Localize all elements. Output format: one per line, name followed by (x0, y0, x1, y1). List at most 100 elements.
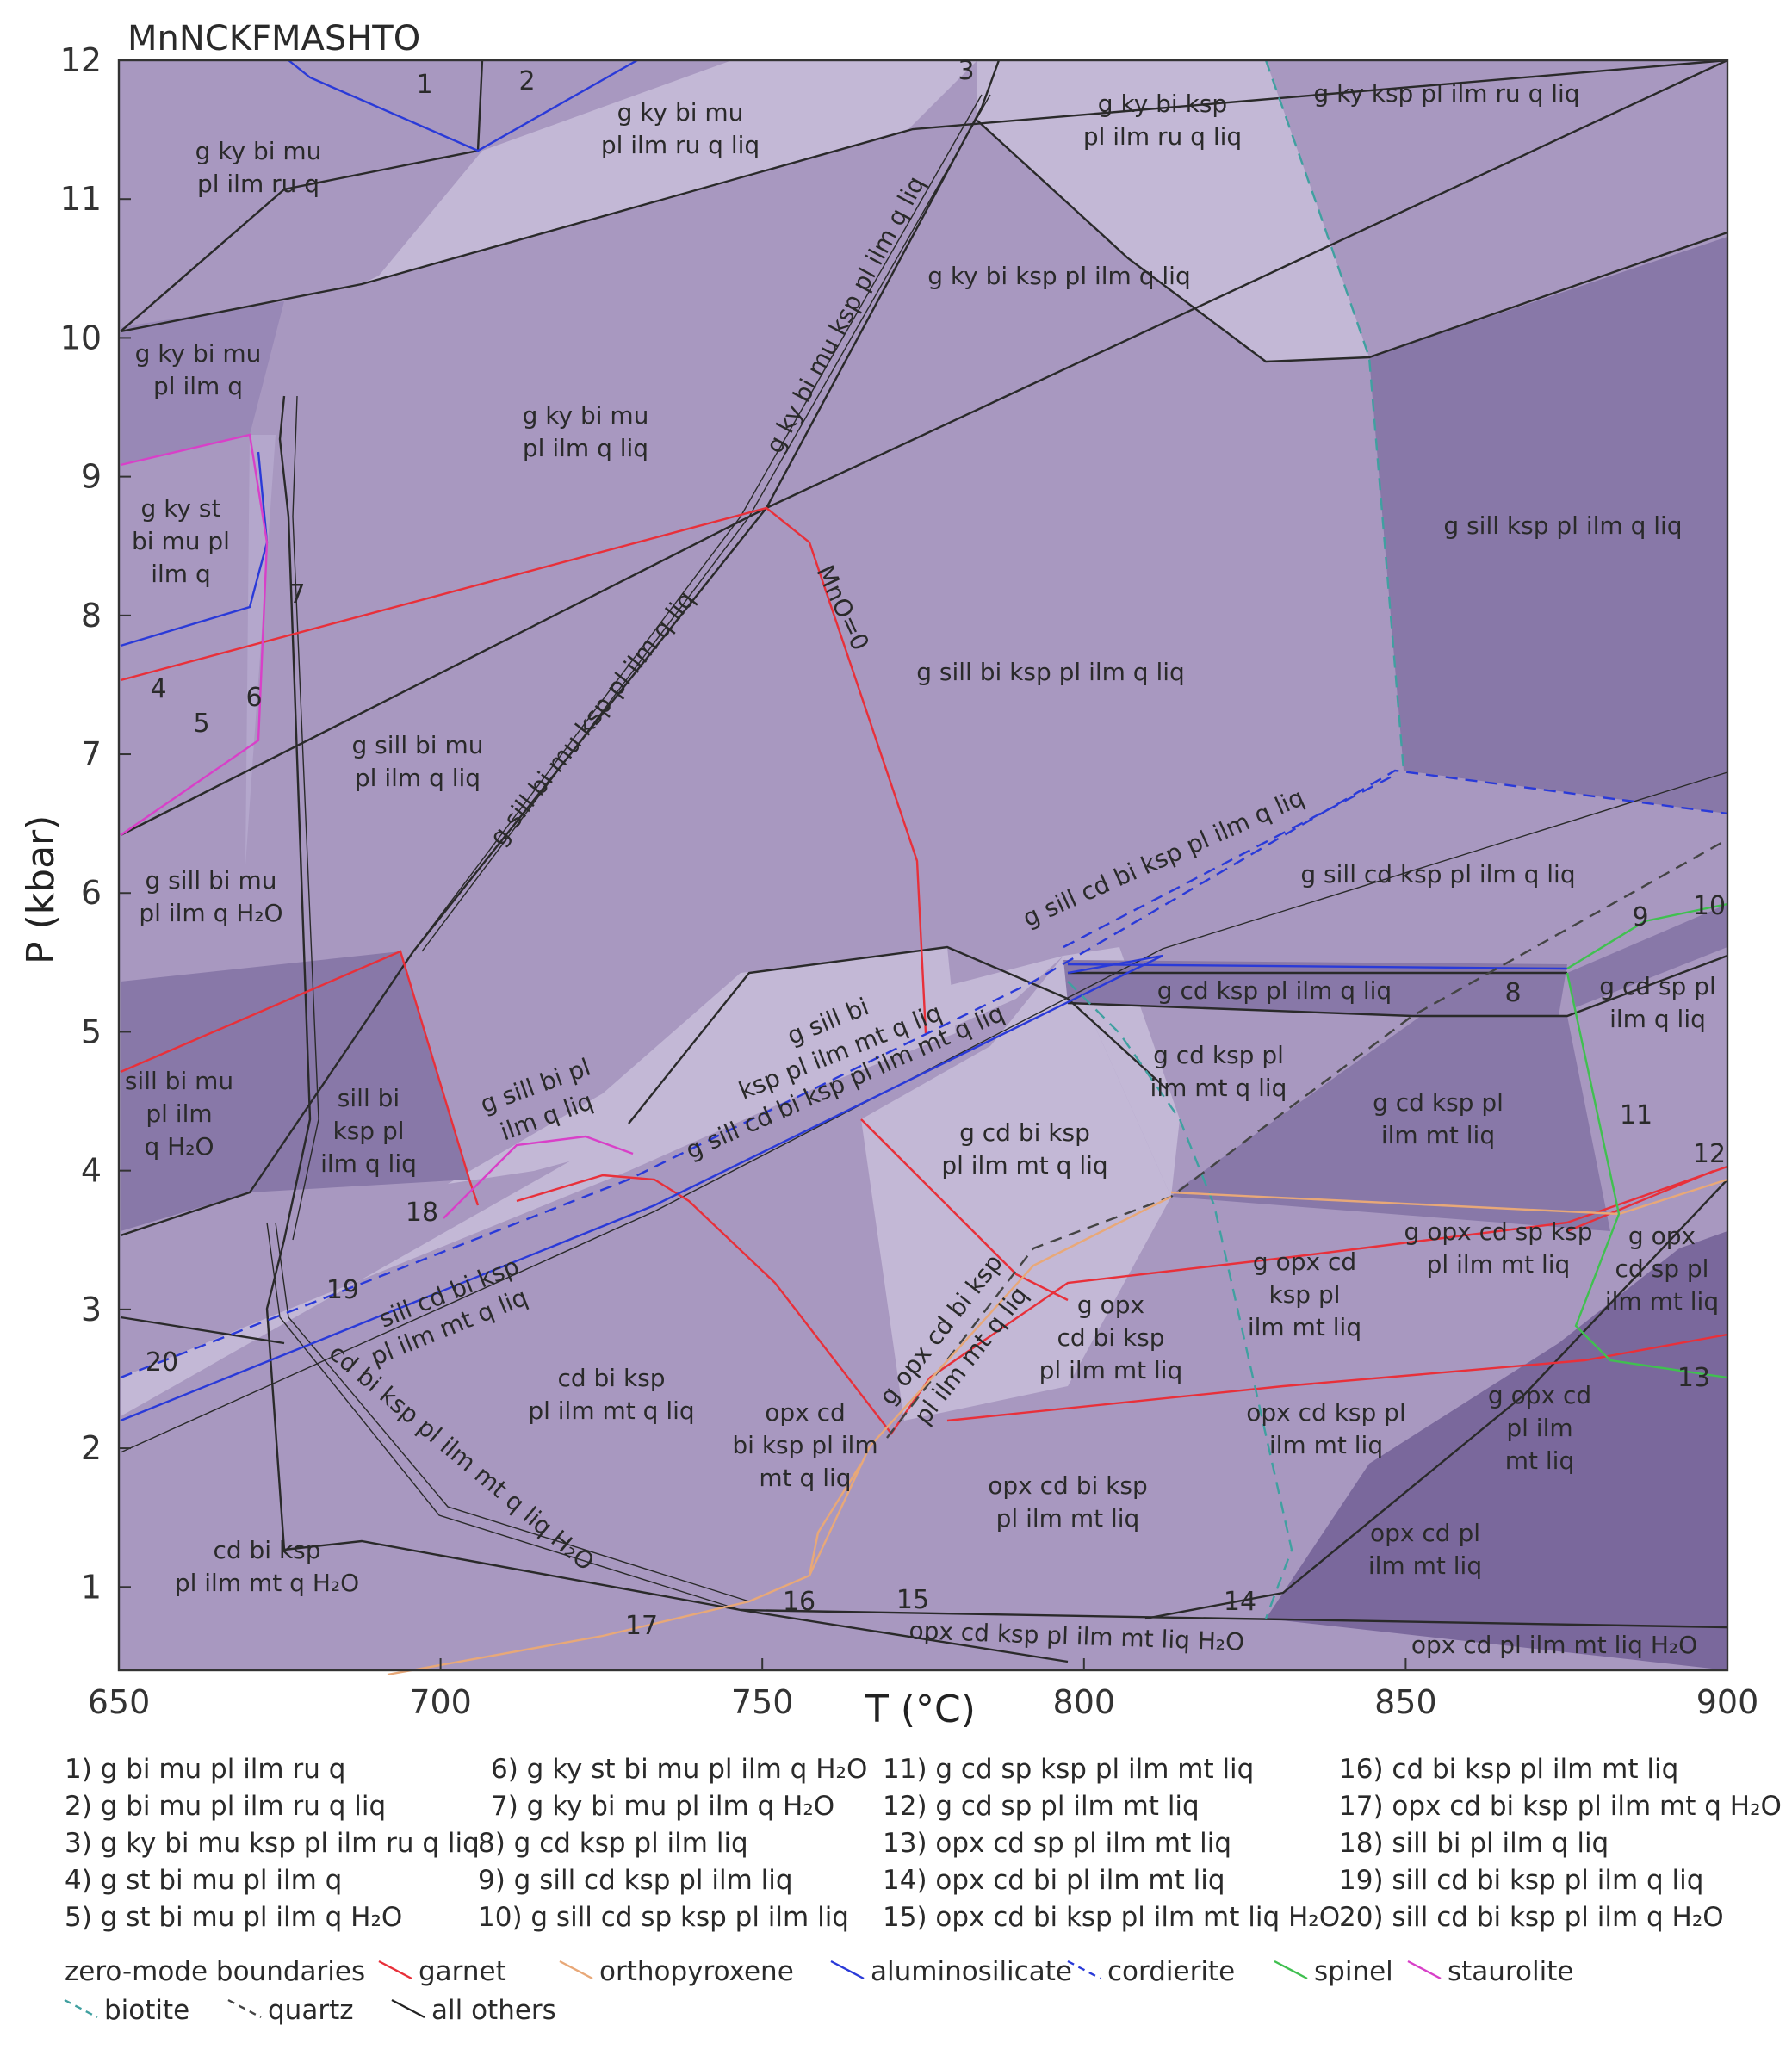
legend-swatch (1274, 1960, 1308, 1980)
legend-label: aluminosilicate (871, 1956, 1072, 1987)
boundary-legend-title: zero-mode boundaries (65, 1956, 365, 1987)
field-number: 13 (1677, 1363, 1710, 1393)
y-tick-label: 9 (81, 458, 102, 496)
y-tick-label: 1 (81, 1568, 102, 1606)
legend-entry: 16) cd bi ksp pl ilm mt liq (1339, 1754, 1678, 1785)
legend-entry: 4) g st bi mu pl ilm q (65, 1865, 342, 1896)
x-tick-label: 850 (1374, 1683, 1437, 1721)
legend-entry: 11) g cd sp ksp pl ilm mt liq (883, 1754, 1254, 1785)
legend-entry: 6) g ky st bi mu pl ilm q H₂O (491, 1754, 867, 1785)
field-shading (119, 60, 1727, 1670)
field-label: opx cd pl ilm mt liq H₂O (1411, 1631, 1697, 1659)
field-label: g sill ksp pl ilm q liq (1443, 511, 1682, 540)
legend-swatch (227, 1998, 262, 2019)
x-tick-label: 650 (88, 1683, 151, 1721)
legend-entry: 2) g bi mu pl ilm ru q liq (65, 1791, 386, 1822)
field-label: g sill bi ksp pl ilm q liq (916, 658, 1185, 686)
legend-label: staurolite (1448, 1956, 1573, 1987)
field-number: 15 (896, 1585, 929, 1615)
field-number: 3 (958, 56, 974, 86)
field-number: 1 (416, 70, 432, 100)
field-label: g ky ksp pl ilm ru q liq (1313, 79, 1579, 108)
legend-label: cordierite (1107, 1956, 1235, 1987)
field-number: 19 (326, 1275, 359, 1305)
field-number: 6 (245, 683, 262, 713)
field-number: 18 (406, 1198, 438, 1228)
legend-label: biotite (104, 1995, 189, 2026)
legend-entry: 17) opx cd bi ksp pl ilm mt q H₂O (1339, 1791, 1782, 1822)
field-legend: 1) g bi mu pl ilm ru q 2) g bi mu pl ilm… (65, 1754, 1782, 1933)
legend-entry: 12) g cd sp pl ilm mt liq (883, 1791, 1200, 1822)
field-number: 11 (1620, 1100, 1652, 1130)
y-axis-title: P (kbar) (19, 815, 63, 964)
legend-label: quartz (268, 1995, 354, 2026)
y-tick-label: 5 (81, 1013, 102, 1050)
field-label: g ky bi ksp pl ilm q liq (927, 262, 1190, 290)
legend-entry: 3) g ky bi mu ksp pl ilm ru q liq (65, 1828, 480, 1859)
x-tick-label: 800 (1053, 1683, 1116, 1721)
legend-swatch (378, 1960, 412, 1980)
y-tick-label: 10 (60, 319, 102, 356)
boundary-lines (120, 59, 1728, 1676)
legend-entry: 1) g bi mu pl ilm ru q (65, 1754, 345, 1785)
x-axis-title: T (°C) (865, 1688, 976, 1731)
x-tick-label: 900 (1696, 1683, 1759, 1721)
field-number: 16 (783, 1587, 815, 1617)
legend-swatch (1407, 1960, 1442, 1980)
legend-swatch (830, 1960, 865, 1980)
legend-entry: 19) sill cd bi ksp pl ilm q liq (1339, 1865, 1703, 1896)
legend-entry: 9) g sill cd ksp pl ilm liq (478, 1865, 793, 1896)
y-tick-label: 4 (81, 1152, 102, 1190)
y-tick-label: 2 (81, 1429, 102, 1467)
field-number: 9 (1632, 902, 1648, 932)
legend-swatch (64, 1998, 98, 2019)
legend-swatch (559, 1960, 593, 1980)
field-number: 10 (1693, 891, 1726, 921)
legend-entry: 5) g st bi mu pl ilm q H₂O (65, 1902, 402, 1933)
system-title: MnNCKFMASHTO (127, 19, 420, 59)
y-tick-label: 12 (60, 41, 102, 79)
legend-entry: 13) opx cd sp pl ilm mt liq (883, 1828, 1231, 1859)
plot-frame (117, 59, 1729, 1672)
field-number: 14 (1224, 1587, 1256, 1617)
legend-label: garnet (419, 1956, 506, 1987)
legend-entry: 15) opx cd bi ksp pl ilm mt liq H₂O (883, 1902, 1340, 1933)
y-tick-label: 11 (60, 180, 102, 218)
legend-entry: 18) sill bi pl ilm q liq (1339, 1828, 1609, 1859)
legend-entry: 20) sill cd bi ksp pl ilm q H₂O (1339, 1902, 1724, 1933)
field-number: 8 (1504, 978, 1521, 1008)
numbered-field-labels: 1 2 3 4 5 6 7 8 9 10 11 12 13 14 15 16 1… (146, 56, 1726, 1641)
y-tick-label: 6 (81, 874, 102, 912)
field-number: 2 (518, 66, 535, 96)
y-tick-label: 8 (81, 597, 102, 635)
legend-label: spinel (1314, 1956, 1393, 1987)
legend-swatch (391, 1998, 425, 2019)
field-number: 20 (146, 1347, 178, 1378)
legend-entry: 8) g cd ksp pl ilm liq (478, 1828, 748, 1859)
legend-entry: 14) opx cd bi pl ilm mt liq (883, 1865, 1225, 1896)
y-tick-label: 3 (81, 1291, 102, 1328)
legend-entry: 7) g ky bi mu pl ilm q H₂O (491, 1791, 834, 1822)
